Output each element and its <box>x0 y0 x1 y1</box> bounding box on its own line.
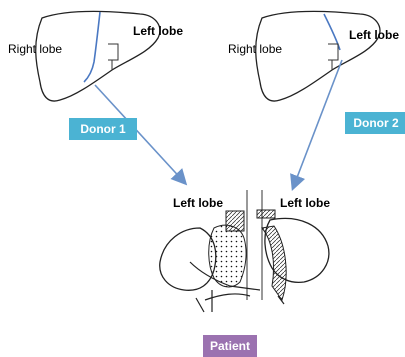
patient-left-lobe-label-a: Left lobe <box>173 196 223 210</box>
donor1-right-lobe-label: Right lobe <box>8 42 62 56</box>
patient-badge: Patient <box>203 335 257 357</box>
donor1-badge: Donor 1 <box>69 118 137 140</box>
donor2-right-lobe-label: Right lobe <box>228 42 282 56</box>
donor1-left-lobe-label: Left lobe <box>133 24 183 38</box>
donor2-liver <box>256 11 380 101</box>
patient-left-lobe-label-b: Left lobe <box>280 196 330 210</box>
donor2-badge: Donor 2 <box>345 112 405 134</box>
donor2-left-lobe-label: Left lobe <box>349 28 399 42</box>
